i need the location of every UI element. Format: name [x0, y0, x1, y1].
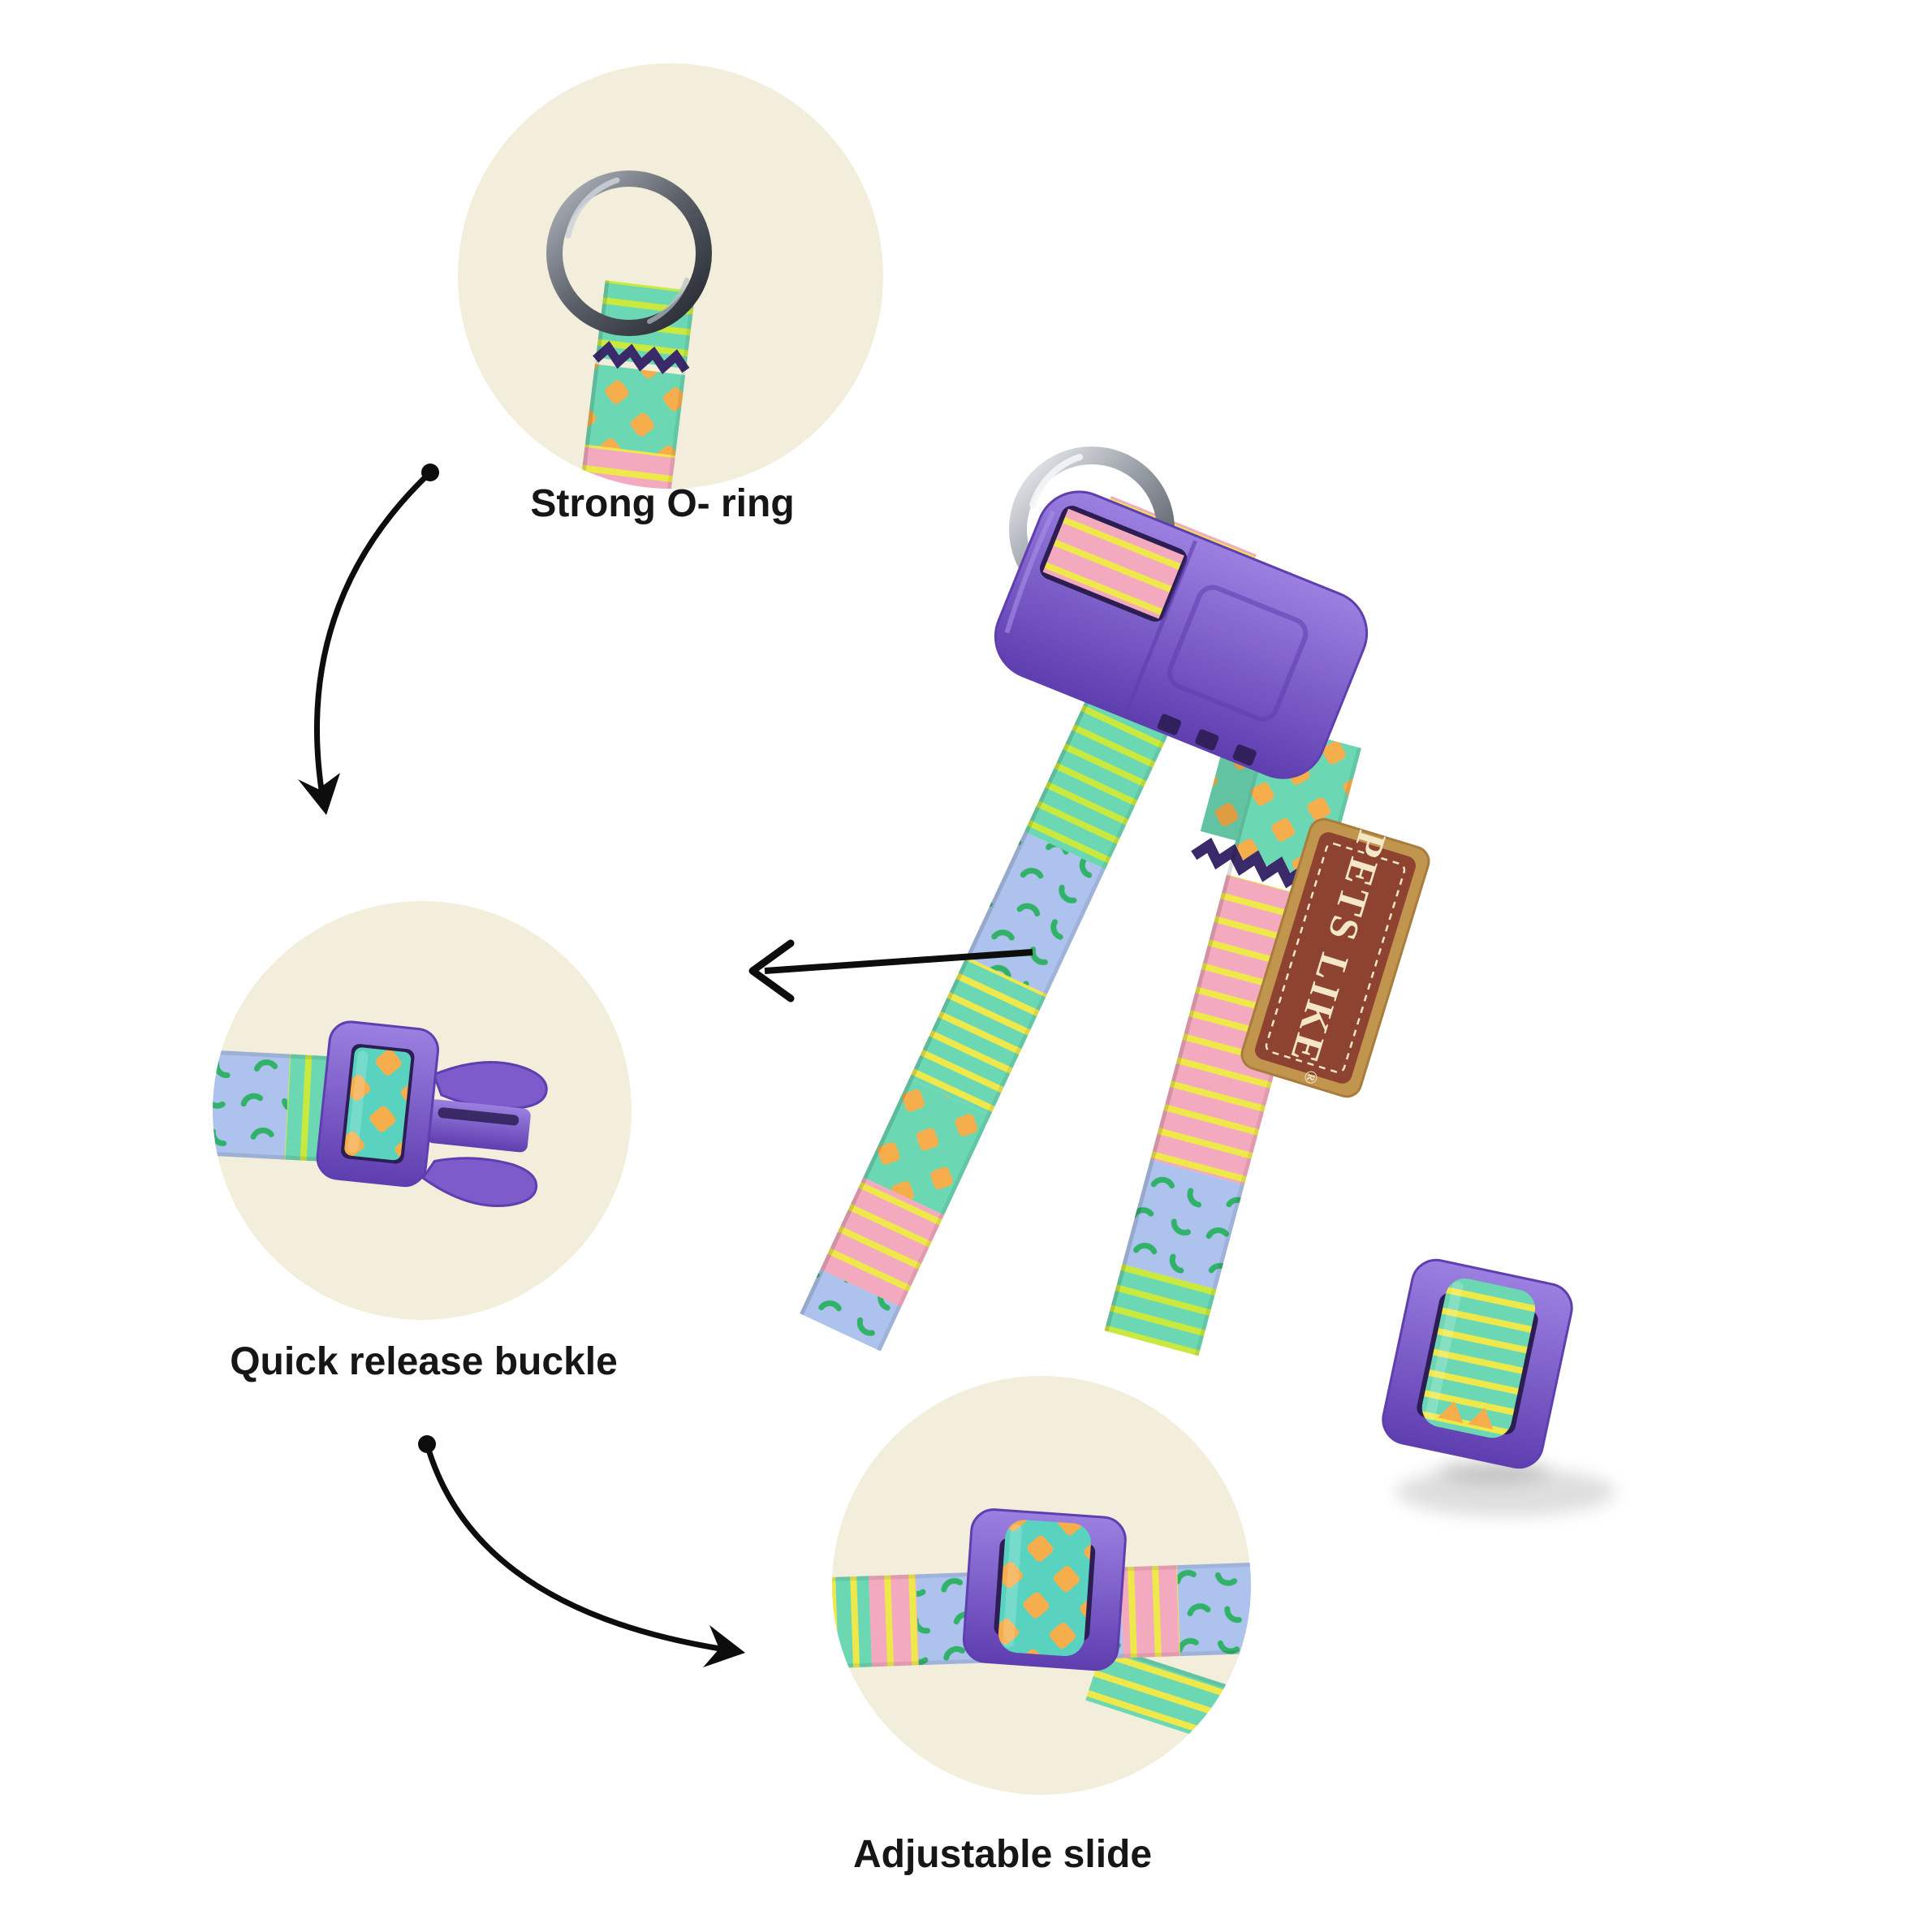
curved-arrow-down-icon — [298, 464, 439, 815]
curved-arrow-right-icon — [418, 1435, 745, 1667]
caption-adjustable-slide: Adjustable slide — [853, 1833, 1152, 1876]
collar-product-photo: PETS LIKE® — [800, 446, 1615, 1516]
oring-metal-ring — [546, 170, 712, 336]
buckle-male-part — [316, 1020, 548, 1207]
brand-label: PETS LIKE® — [1240, 817, 1430, 1098]
caption-strong-o-ring: Strong O- ring — [530, 482, 794, 525]
detail-circle-background — [458, 63, 883, 489]
slide-buckle — [962, 1508, 1127, 1671]
collar-strap-back — [800, 695, 1169, 1352]
oring-strap — [576, 280, 696, 489]
collar-buckle — [994, 490, 1369, 779]
buckle-strap — [213, 1050, 333, 1162]
quick-release-buckle-photo — [213, 901, 632, 1320]
o-ring-photo — [458, 63, 883, 489]
adjustable-slide-photo — [832, 1376, 1251, 1795]
collar-shadow — [1396, 1468, 1615, 1516]
collar-slide — [1382, 1258, 1573, 1469]
straight-arrow-left-icon — [748, 939, 1033, 1003]
caption-quick-release-buckle: Quick release buckle — [230, 1340, 618, 1383]
